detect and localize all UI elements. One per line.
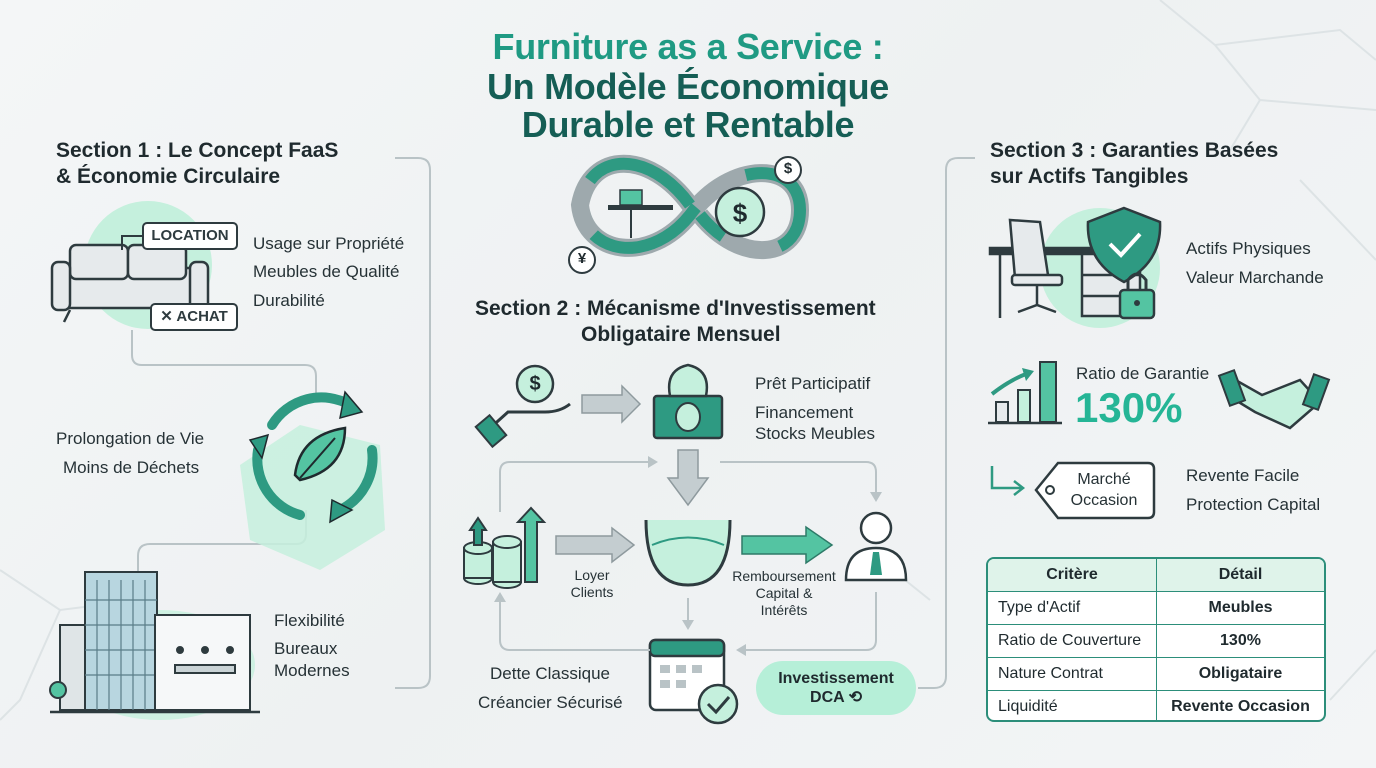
yen-coin-icon: ¥ [577,250,587,267]
shield-check-icon [1086,206,1162,284]
tag-hole-icon [1045,485,1055,495]
table-row: Nature Contrat Obligataire [988,657,1324,690]
section2-heading-line-2: Obligataire Mensuel [581,323,781,346]
debt-item: Créancier Sécurisé [478,693,623,712]
table-header-cell: Critère [1046,566,1098,583]
table-header-row: Critère Détail [988,559,1324,591]
resale-item: Protection Capital [1186,495,1321,514]
loan-item: Financement [755,403,854,422]
achat-tag-label: ACHAT [176,308,228,325]
page-title-line-3: Durable et Rentable [521,104,855,145]
section3-heading-line-1: Section 3 : Garanties Basées [990,139,1279,162]
bar-chart-growth-icon [988,361,1062,425]
asset-item: Actifs Physiques [1186,239,1311,258]
circular-item: Moins de Déchets [63,458,200,477]
calendar-check-icon [648,638,739,725]
hand-coin-icon [474,364,571,449]
background-pattern [0,0,1376,721]
ratio-label: Ratio de Garantie [1076,364,1210,383]
office-item: Bureaux [274,639,338,658]
table-cell: Type d'Actif [998,599,1081,616]
section3-heading-line-2: sur Actifs Tangibles [990,165,1189,188]
dca-label-line-1: Investissement [778,670,894,687]
concept-item: Durabilité [253,291,325,310]
table-cell: Obligataire [1156,658,1324,690]
sofa-icon [50,243,210,323]
small-dollar-icon: $ [783,160,793,177]
office-building-icon [49,571,260,714]
repayment-label-line: Capital & [755,585,813,601]
loan-item: Stocks Meubles [755,424,875,443]
section1-heading-line-1: Section 1 : Le Concept FaaS [56,139,339,162]
resale-item: Revente Facile [1186,466,1300,485]
dca-label-text: DCA [810,689,845,706]
rent-label-line: Clients [570,584,614,600]
pool-bowl-icon [644,519,732,587]
tag-string-icon [121,235,145,250]
padlock-icon [1118,272,1156,320]
handshake-icon [1217,368,1331,430]
table-cell: 130% [1156,625,1324,657]
page-title-line-1: Furniture as a Service : [492,26,884,67]
loan-item: Prêt Participatif [755,374,871,393]
table-header-cell: Détail [1156,559,1324,591]
office-item: Flexibilité [274,611,345,630]
repayment-label-line: Remboursement [732,568,836,584]
circular-item: Prolongation de Vie [56,429,205,448]
infinity-cycle-icon [568,154,810,274]
hand-dollar-icon: $ [529,373,541,395]
debt-item: Dette Classique [490,664,611,683]
section3-connector [918,157,975,689]
investor-person-icon [844,511,908,582]
location-tag: LOCATION [142,222,238,250]
market-price-tag-icon [1034,461,1156,520]
table-row: Ratio de Couverture 130% [988,624,1324,657]
table-cell: Ratio de Couverture [998,632,1142,649]
table-row: Liquidité Revente Occasion [988,690,1324,720]
location-tag-label: LOCATION [151,227,229,244]
rent-label-line: Loyer [574,567,610,583]
table-cell: Nature Contrat [998,665,1103,682]
achat-tag: ✕ ACHAT [150,303,238,331]
recycle-leaf-icon [248,390,378,524]
concept-item: Usage sur Propriété [253,234,405,253]
flow-arrows [494,384,882,656]
office-item: Modernes [274,661,350,680]
concept-item: Meubles de Qualité [253,262,400,281]
return-arrow-icon [990,466,1026,496]
market-tag-line: Marché [1077,471,1131,488]
table-cell: Liquidité [998,698,1058,715]
refresh-icon: ⟲ [848,689,862,706]
market-tag-line: Occasion [1070,492,1138,509]
criteria-table: Critère Détail Type d'Actif Meubles Rati… [986,557,1326,722]
page-title-line-2: Un Modèle Économique [486,66,890,107]
dollar-coin-icon: $ [732,198,748,228]
section2-heading-line-1: Section 2 : Mécanisme d'Investissement [475,297,876,320]
money-bag-icon [652,363,724,440]
section1-heading-line-2: & Économie Circulaire [56,165,281,188]
close-icon: ✕ [160,308,173,325]
coins-growth-icon [463,506,547,589]
dca-investment-badge: Investissement DCA ⟲ [756,661,916,715]
table-cell: Revente Occasion [1156,691,1324,720]
ratio-value: 130% [1075,384,1183,431]
dca-label-line-2: DCA ⟲ [756,688,916,707]
asset-item: Valeur Marchande [1186,268,1324,287]
table-cell: Meubles [1156,592,1324,624]
table-row: Type d'Actif Meubles [988,591,1324,624]
repayment-label-line: Intérêts [760,602,808,618]
